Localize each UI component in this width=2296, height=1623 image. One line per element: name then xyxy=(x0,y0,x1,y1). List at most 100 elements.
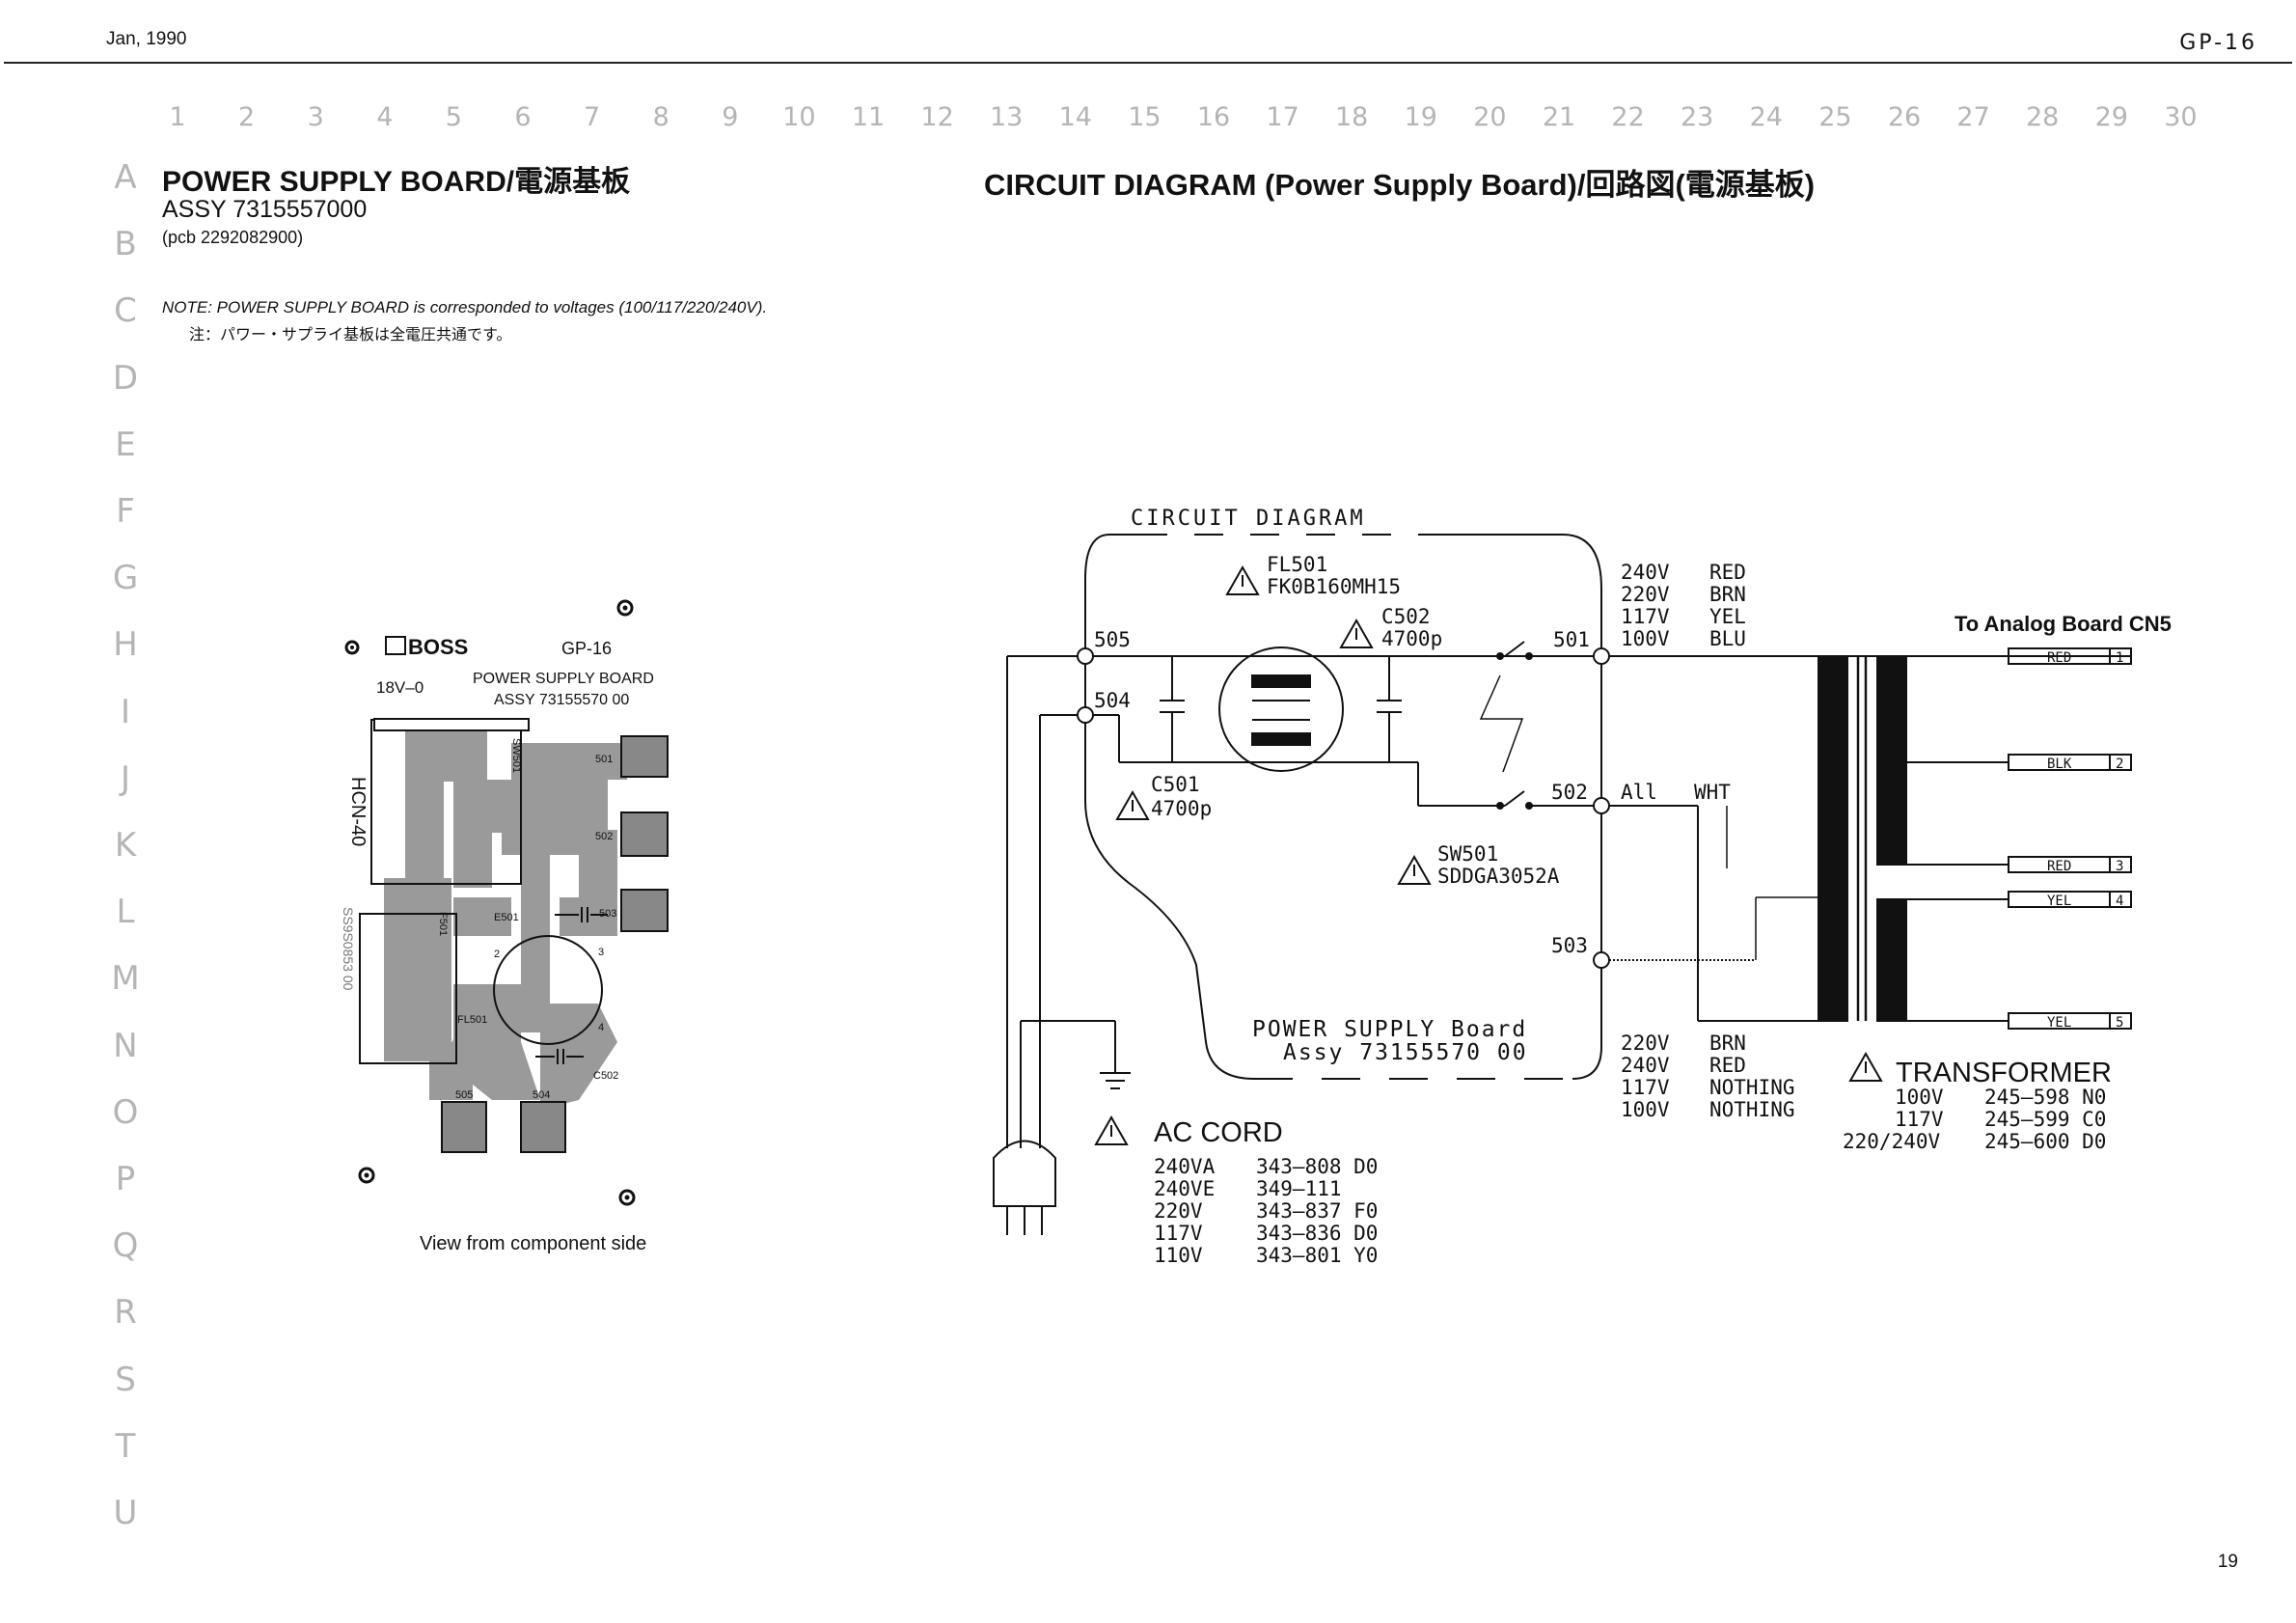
svg-text:RED: RED xyxy=(2047,650,2071,666)
svg-text:240V: 240V xyxy=(1621,561,1670,584)
svg-text:E501: E501 xyxy=(494,912,519,923)
svg-text:503: 503 xyxy=(599,908,616,920)
grid-column-number: 28 xyxy=(2026,102,2060,132)
svg-text:100V: 100V xyxy=(1621,1098,1670,1121)
svg-text:SW501: SW501 xyxy=(510,738,522,773)
pcb-silk-labels: SW501 501 502 503 F501 E501 FL501 C502 5… xyxy=(437,738,618,1101)
svg-text:220V: 220V xyxy=(1154,1199,1203,1223)
svg-text:NOTHING: NOTHING xyxy=(1709,1098,1795,1121)
board-voltage-mark: 18V–0 xyxy=(376,678,424,697)
grid-column-number: 7 xyxy=(584,102,601,132)
grid-column-number: 19 xyxy=(1404,102,1437,132)
mount-hole-icon xyxy=(350,646,354,649)
svg-text:YEL: YEL xyxy=(2047,1015,2071,1031)
grid-column-number: 23 xyxy=(1681,102,1714,132)
grid-column-number: 24 xyxy=(1749,102,1783,132)
svg-text:240V: 240V xyxy=(1621,1054,1670,1077)
ac-cord-title: AC CORD xyxy=(1154,1117,1283,1148)
mount-hole-icon xyxy=(358,1167,375,1184)
svg-text:BLK: BLK xyxy=(2047,756,2072,772)
c502-value: 4700p xyxy=(1381,627,1442,650)
board-brand: BOSS xyxy=(408,635,468,659)
svg-text:BLU: BLU xyxy=(1709,627,1746,650)
mount-hole-icon xyxy=(364,1172,369,1178)
view-caption: View from component side xyxy=(420,1233,647,1254)
svg-text:C502: C502 xyxy=(593,1070,618,1082)
svg-text:2: 2 xyxy=(494,949,500,960)
terminal-505: 505 xyxy=(1094,628,1131,651)
grid-row-letter: R xyxy=(114,1293,137,1333)
grid-row-letter: C xyxy=(114,291,137,331)
grid-column-number: 20 xyxy=(1473,102,1507,132)
grid-column-number: 2 xyxy=(238,102,256,132)
svg-text:FL501: FL501 xyxy=(457,1014,487,1026)
board-silk-assy: ASSY 73155570 00 xyxy=(494,692,629,708)
grid-column-number: 4 xyxy=(376,102,394,132)
svg-text:504: 504 xyxy=(533,1089,550,1101)
wires-502-voltage: All xyxy=(1621,781,1657,804)
fl501-ref: FL501 xyxy=(1267,553,1327,576)
svg-text:220V: 220V xyxy=(1621,583,1670,606)
svg-text:YEL: YEL xyxy=(1709,605,1746,628)
svg-text:117V: 117V xyxy=(1154,1222,1203,1245)
board-model: GP-16 xyxy=(561,639,612,658)
grid-row-letter: F xyxy=(116,492,135,531)
svg-text:110V: 110V xyxy=(1154,1244,1203,1267)
terminal-504: 504 xyxy=(1094,689,1131,712)
grid-row-letter: D xyxy=(112,358,139,398)
svg-text:501: 501 xyxy=(595,754,613,765)
svg-text:NOTHING: NOTHING xyxy=(1709,1076,1795,1099)
analog-board-title: To Analog Board CN5 xyxy=(1954,612,2172,636)
header-date: Jan, 1990 xyxy=(106,29,187,49)
grid-column-number: 1 xyxy=(169,102,186,132)
grid-column-number: 14 xyxy=(1058,102,1092,132)
svg-text:2: 2 xyxy=(2116,756,2123,772)
grid-column-number: 6 xyxy=(514,102,532,132)
svg-text:245–600 D0: 245–600 D0 xyxy=(1984,1130,2106,1153)
grid-column-number: 29 xyxy=(2094,102,2128,132)
grid-column-number: 11 xyxy=(851,102,886,132)
grid-row-letter: J xyxy=(120,758,131,798)
grid-column-number: 12 xyxy=(920,102,954,132)
circuit-diagram-title: CIRCUIT DIAGRAM (Power Supply Board)/回路図… xyxy=(984,168,1816,202)
svg-text:117V: 117V xyxy=(1895,1108,1944,1131)
svg-text:F501: F501 xyxy=(437,912,449,936)
svg-text:502: 502 xyxy=(595,831,613,842)
svg-text:1: 1 xyxy=(2116,650,2123,666)
grid-row-letter: K xyxy=(114,826,137,865)
grid-column-number: 10 xyxy=(782,102,816,132)
svg-text:343–808 D0: 343–808 D0 xyxy=(1256,1155,1378,1178)
terminal-502: 502 xyxy=(1551,781,1588,804)
transformer-title: TRANSFORMER xyxy=(1896,1058,2112,1088)
svg-text:343–836 D0: 343–836 D0 xyxy=(1256,1222,1378,1245)
mount-hole-icon xyxy=(616,599,634,617)
mount-hole-icon xyxy=(618,1189,636,1206)
header-rule xyxy=(4,62,2292,64)
svg-text:YEL: YEL xyxy=(2047,894,2071,909)
grid-column-number: 5 xyxy=(445,102,462,132)
grid-column-number: 27 xyxy=(1956,102,1990,132)
svg-text:4: 4 xyxy=(2116,894,2123,909)
grid-row-letter: S xyxy=(115,1360,136,1399)
terminal-503: 503 xyxy=(1551,934,1588,957)
grid-row-letter: O xyxy=(112,1092,139,1132)
grid-column-number: 8 xyxy=(652,102,670,132)
svg-text:100V: 100V xyxy=(1895,1086,1944,1109)
grid-column-number: 16 xyxy=(1196,102,1231,132)
grid-row-letter: Q xyxy=(112,1226,139,1266)
svg-text:117V: 117V xyxy=(1621,1076,1670,1099)
board-silk-name: POWER SUPPLY BOARD xyxy=(473,671,654,687)
mount-hole-icon xyxy=(624,1195,630,1200)
c501-value: 4700p xyxy=(1151,797,1212,820)
grid-row-letter: U xyxy=(113,1494,138,1532)
grid-column-number: 13 xyxy=(990,102,1024,132)
grid-column-number: 22 xyxy=(1611,102,1645,132)
svg-text:240VA: 240VA xyxy=(1154,1155,1216,1178)
note-english: NOTE: POWER SUPPLY BOARD is corresponded… xyxy=(162,298,768,316)
grid-row-letter: L xyxy=(116,893,135,932)
